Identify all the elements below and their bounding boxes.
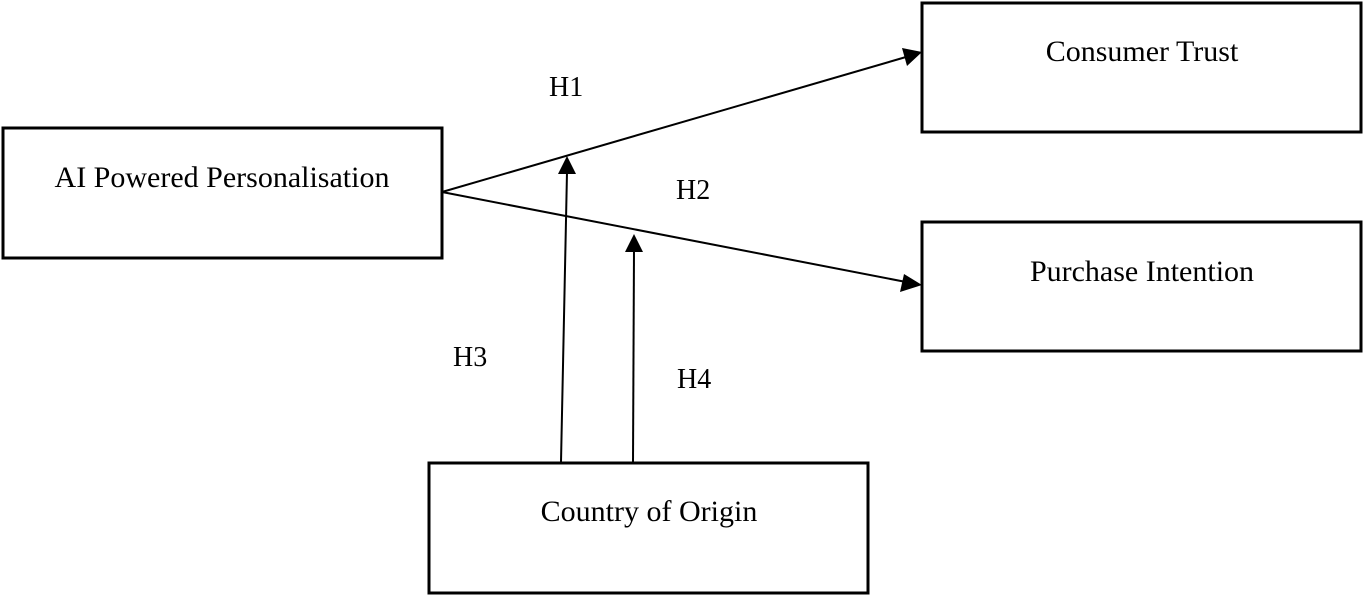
h3-arrowhead: [558, 156, 576, 174]
h4-arrow: [632, 249, 635, 463]
label-h1: H1: [549, 72, 583, 103]
label-h2: H2: [676, 175, 710, 206]
h1-arrow: [441, 56, 907, 193]
node-purchase-intention: Purchase Intention: [920, 220, 1363, 353]
node-box-ai: [1, 126, 444, 260]
node-label-origin: Country of Origin: [541, 495, 758, 528]
node-label-ai: AI Powered Personalisation: [55, 161, 390, 194]
node-label-purchase: Purchase Intention: [1030, 255, 1254, 288]
label-h4: H4: [677, 364, 711, 395]
node-country-of-origin: Country of Origin: [427, 461, 870, 595]
node-box-purchase: [920, 220, 1363, 353]
edges: [441, 48, 922, 463]
hypothesis-labels: H1 H2 H3 H4: [453, 72, 711, 395]
node-box-trust: [920, 1, 1363, 134]
h2-arrowhead: [900, 274, 922, 292]
label-h3: H3: [453, 342, 487, 373]
node-label-trust: Consumer Trust: [1046, 35, 1239, 68]
node-box-origin: [427, 461, 870, 595]
node-consumer-trust: Consumer Trust: [920, 1, 1363, 134]
h2-arrow: [441, 191, 907, 283]
h3-arrow: [560, 171, 568, 463]
h4-arrowhead: [625, 234, 643, 252]
h1-arrowhead: [902, 48, 922, 66]
node-ai-powered-personalisation: AI Powered Personalisation: [1, 126, 444, 260]
